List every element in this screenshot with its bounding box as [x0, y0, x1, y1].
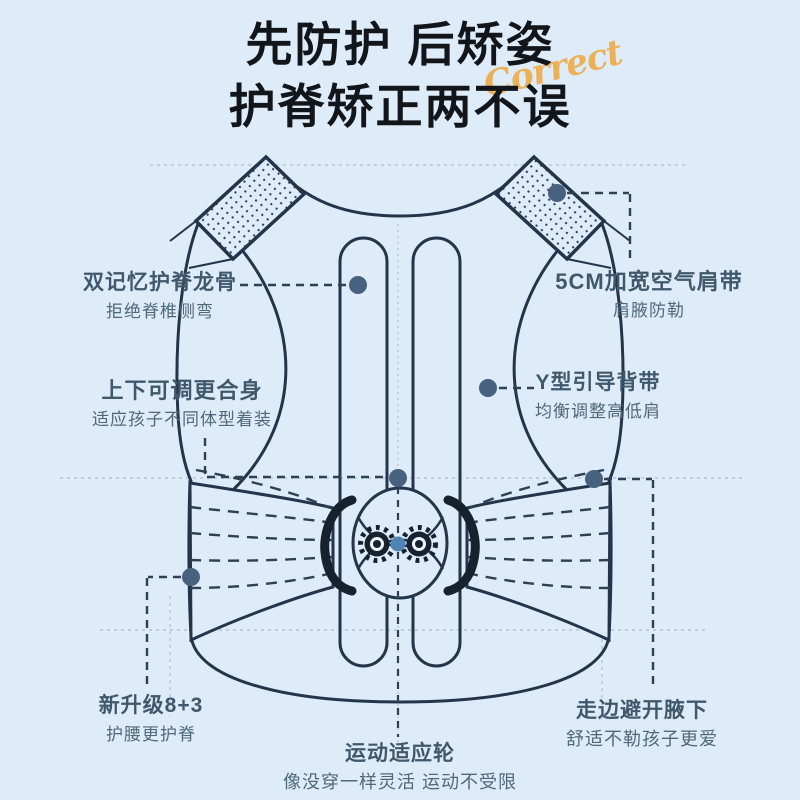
- marker-dot-keel: [349, 276, 367, 294]
- belt-stitch-lines: [189, 468, 611, 590]
- annotation-yband-main: Y型引导背带: [535, 371, 661, 394]
- annotation-yband-sub: 均衡调整高低肩: [535, 402, 661, 421]
- annotation-strap-main: 5CM加宽空气肩带: [555, 269, 743, 294]
- construction-grid-lines: [60, 164, 745, 744]
- keel-bar-left: [338, 236, 389, 668]
- belt-hooks: [320, 495, 480, 596]
- marker-dot-center: [389, 469, 407, 487]
- belt-hook-left: [320, 495, 357, 596]
- title-line-1: 先防护 后矫姿: [245, 18, 555, 71]
- marker-dot-underarm: [585, 470, 603, 488]
- annotation-leader-lines: [145, 191, 655, 690]
- annotation-strap: 5CM加宽空气肩带 肩腋防勒: [540, 269, 758, 321]
- annotation-yband: Y型引导背带 均衡调整高低肩: [497, 370, 699, 422]
- annotation-strap-sub: 肩腋防勒: [613, 301, 685, 320]
- annotation-keel: 双记忆护脊龙骨 拒绝脊椎侧弯: [60, 270, 260, 322]
- annotation-waist: 新升级8+3 护腰更护脊: [70, 693, 232, 745]
- belt-hook-right: [443, 495, 480, 596]
- shoulder-straps: [169, 154, 631, 269]
- annotation-underarm: 走边避开腋下 舒适不勒孩子更爱: [538, 698, 746, 750]
- annotation-keel-sub: 拒绝脊椎侧弯: [106, 302, 214, 321]
- shoulder-strap-left: [193, 154, 307, 262]
- center-pivot-dot: [390, 536, 406, 552]
- annotation-underarm-sub: 舒适不勒孩子更爱: [566, 729, 718, 749]
- annotation-waist-main: 新升级8+3: [98, 694, 204, 717]
- waist-belt-right: [465, 481, 612, 643]
- annotation-keel-main: 双记忆护脊龙骨: [83, 271, 237, 294]
- waist-belt-left: [188, 481, 335, 643]
- waist-belt: [188, 468, 612, 643]
- vest-left-armhole: [231, 248, 288, 492]
- annotation-wheel-main: 运动适应轮: [345, 742, 455, 765]
- vest-left-edge: [175, 222, 200, 483]
- annotation-underarm-main: 走边避开腋下: [576, 699, 708, 722]
- page-title: 先防护 后矫姿 护脊矫正两不误: [0, 14, 800, 138]
- spine-keel-bars: [338, 236, 462, 668]
- shoulder-strap-right: [493, 154, 607, 262]
- annotation-waist-sub: 护腰更护脊: [106, 725, 196, 744]
- marker-dot-yband: [479, 379, 497, 397]
- annotation-adjust-main: 上下可调更合身: [101, 378, 263, 403]
- vest-right-armhole: [512, 248, 569, 492]
- vest-right-edge: [600, 222, 625, 483]
- annotation-adjust-sub: 适应孩子不同体型着装: [92, 410, 272, 429]
- title-line-2: 护脊矫正两不误: [228, 80, 572, 133]
- marker-dot-waist: [182, 568, 200, 586]
- keel-bar-right: [411, 236, 462, 668]
- annotation-adjust: 上下可调更合身 适应孩子不同体型着装: [68, 378, 296, 430]
- marker-dot-strap: [548, 184, 566, 202]
- annotation-marker-dots: [182, 184, 603, 586]
- adaptive-wheel-buckle: [320, 486, 480, 737]
- vest-neckline: [266, 158, 534, 218]
- annotation-wheel: 运动适应轮 像没穿一样灵活 运动不受限: [276, 741, 524, 793]
- annotation-wheel-sub: 像没穿一样灵活 运动不受限: [283, 772, 517, 792]
